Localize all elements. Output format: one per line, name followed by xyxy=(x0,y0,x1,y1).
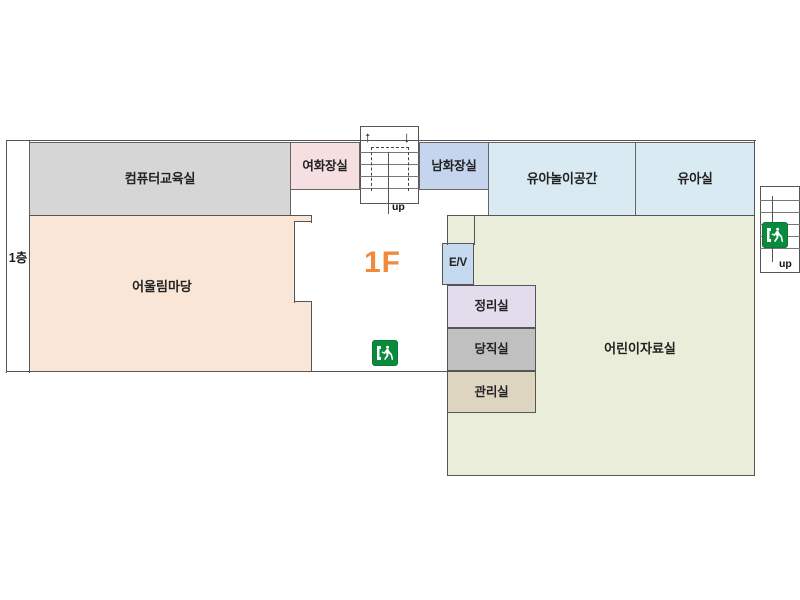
room-label-organizing-room: 정리실 xyxy=(474,299,509,313)
stair-center-spine xyxy=(388,152,390,214)
room-community-hall-lower-tab[interactable] xyxy=(295,302,312,372)
room-label-community-hall: 어울림마당 xyxy=(132,278,192,294)
emergency-exit-icon-center xyxy=(372,340,398,366)
room-label-infant-room: 유아실 xyxy=(677,171,713,187)
wall-hall-left xyxy=(29,215,31,373)
wall-hall-notch-left xyxy=(294,221,296,303)
room-label-infant-play-area: 유아놀이공간 xyxy=(526,171,598,187)
room-label-management-room: 관리실 xyxy=(474,384,509,399)
wall-top-right xyxy=(290,140,756,142)
room-label-womens-restroom: 여화장실 xyxy=(302,158,348,173)
wall-library-left-upper xyxy=(447,215,449,245)
wall-hall-top xyxy=(29,215,312,217)
stair-path-top xyxy=(371,147,409,148)
center-stair-up-label: up xyxy=(392,201,405,213)
room-community-hall[interactable] xyxy=(29,216,295,372)
stair-path-left xyxy=(371,147,372,191)
right-stair-up-label: up xyxy=(779,258,792,270)
room-computer-room[interactable]: 컴퓨터교육실 xyxy=(29,142,291,216)
wall-center-bottom xyxy=(311,371,447,373)
wall-corridor-bottom-left xyxy=(6,371,32,373)
stair-tread xyxy=(360,188,419,189)
floor-strip-label: 1층 xyxy=(8,251,28,265)
wall-hall-notch-right-upper xyxy=(311,215,313,223)
stair-up-arrow-icon: ↑ xyxy=(364,129,372,146)
room-label-childrens-library: 어린이자료실 xyxy=(604,340,676,356)
room-label-computer-room: 컴퓨터교육실 xyxy=(124,171,196,187)
room-management-room[interactable]: 관리실 xyxy=(447,371,536,413)
center-stairwell[interactable] xyxy=(360,126,419,204)
room-label-mens-restroom: 남화장실 xyxy=(431,158,477,173)
right-stair-tread xyxy=(760,212,800,213)
right-stair-tread xyxy=(760,200,800,201)
stair-tread xyxy=(360,176,419,177)
stair-tread xyxy=(360,152,419,153)
stair-down-arrow-icon: ↓ xyxy=(403,129,411,146)
room-organizing-room[interactable]: 정리실 xyxy=(447,285,536,328)
wall-hall-notch-top xyxy=(294,221,312,223)
wall-hall-bottom xyxy=(29,371,312,373)
room-community-hall-upper-tab[interactable] xyxy=(295,216,312,222)
wall-hall-notch-bottom xyxy=(294,301,312,303)
floor-tag-1f: 1F xyxy=(364,246,402,279)
room-infant-play-area[interactable]: 유아놀이공간 xyxy=(488,142,636,216)
room-label-duty-room: 당직실 xyxy=(474,342,509,356)
room-mens-restroom[interactable]: 남화장실 xyxy=(419,142,489,190)
wall-corridor-top-left xyxy=(6,140,292,142)
right-stair-tread xyxy=(760,248,800,249)
room-womens-restroom[interactable]: 여화장실 xyxy=(290,142,360,190)
room-elevator[interactable]: E/V xyxy=(442,243,474,285)
room-duty-room[interactable]: 당직실 xyxy=(447,328,536,371)
wall-ev-stub xyxy=(474,215,476,245)
stair-tread xyxy=(360,164,419,165)
room-label-elevator: E/V xyxy=(449,257,467,270)
room-infant-room[interactable]: 유아실 xyxy=(635,142,755,216)
wall-corridor-left-outer xyxy=(6,140,8,373)
stair-path-right xyxy=(408,147,409,191)
emergency-exit-icon-right xyxy=(762,222,788,248)
wall-right-upper xyxy=(754,140,756,216)
wall-hall-notch-right-lower xyxy=(311,301,313,372)
